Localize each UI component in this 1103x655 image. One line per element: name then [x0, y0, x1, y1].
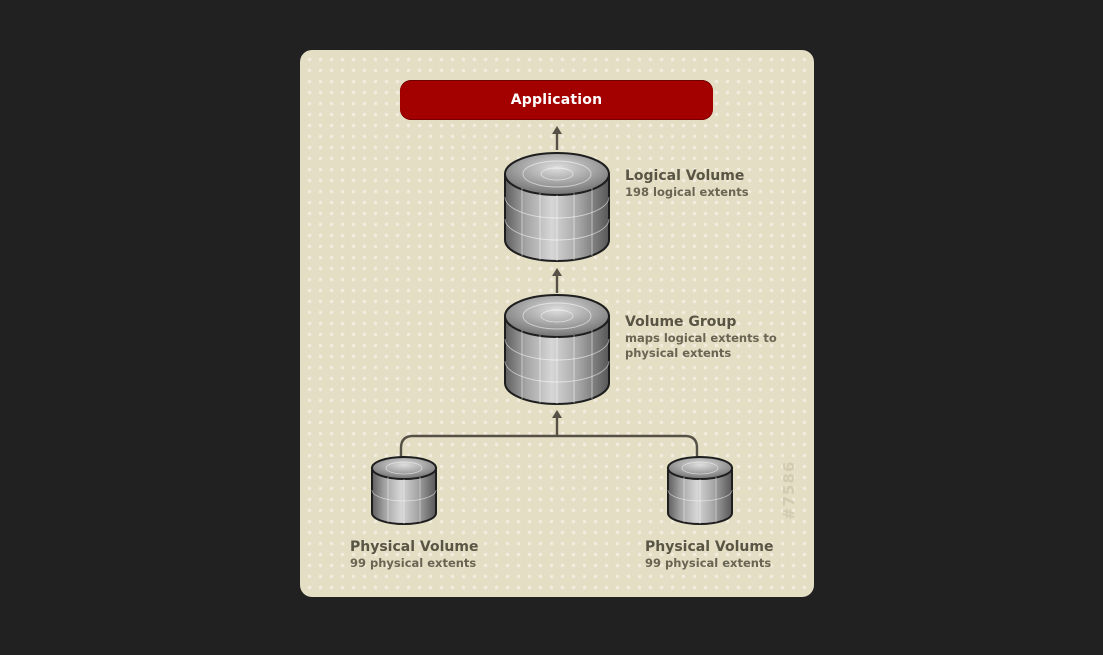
figure-id-watermark: #7586	[780, 460, 798, 520]
arrow-up-icon	[552, 268, 562, 293]
logical-volume-label: Logical Volume 198 logical extents	[625, 168, 749, 200]
logical-volume-title: Logical Volume	[625, 168, 745, 184]
pv-connector	[399, 410, 699, 458]
application-box: Application	[400, 80, 713, 120]
diagram-graphics	[371, 126, 733, 525]
physical-volume-disk-icon	[371, 456, 437, 525]
volume-group-detail-line1: maps logical extents to	[625, 331, 777, 345]
volume-group-detail-line2: physical extents	[625, 346, 732, 360]
physical-volume-detail: 99 physical extents	[350, 556, 477, 570]
physical-volume-label-right: Physical Volume 99 physical extents	[645, 539, 773, 571]
arrow-up-icon	[552, 126, 562, 150]
physical-volume-disk-icon	[667, 456, 733, 525]
lvm-diagram: Application Logical Volume 198 logical e…	[300, 50, 814, 597]
volume-group-title: Volume Group	[625, 314, 737, 330]
volume-group-disk-icon	[504, 294, 610, 405]
physical-volume-title: Physical Volume	[645, 539, 774, 555]
logical-volume-disk-icon	[504, 152, 610, 262]
application-label: Application	[510, 92, 603, 108]
volume-group-label: Volume Group maps logical extents to phy…	[625, 314, 777, 361]
physical-volume-detail: 99 physical extents	[645, 556, 772, 570]
logical-volume-detail: 198 logical extents	[625, 185, 749, 199]
physical-volume-label-left: Physical Volume 99 physical extents	[350, 539, 478, 571]
physical-volume-title: Physical Volume	[350, 539, 479, 555]
